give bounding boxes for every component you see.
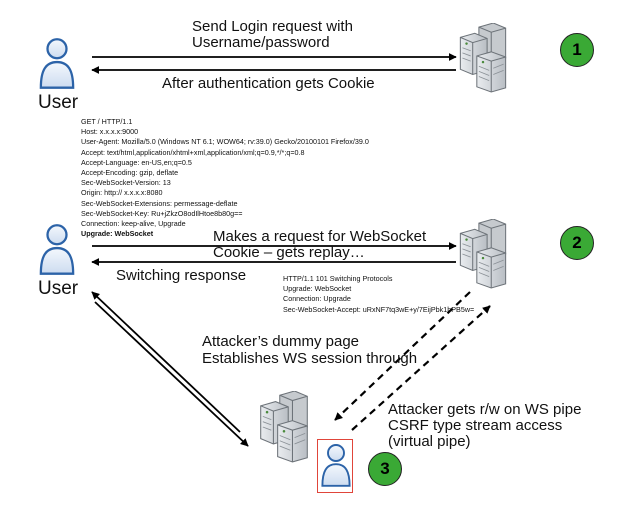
ws-request-header-line: Accept: text/html,application/xhtml+xml,…	[81, 147, 305, 157]
ws-request-header-line: Upgrade: WebSocket	[81, 229, 154, 239]
attacker-highlight-box	[317, 439, 353, 493]
switching-response-label: Switching response	[116, 267, 247, 284]
dummy-page-label-1: Attacker’s dummy page	[202, 333, 360, 350]
ws-response-header-line: Sec-WebSocket-Accept: uRxNF7tq3wE+y/7Eij…	[283, 304, 475, 314]
user-icon-2	[39, 224, 75, 275]
ws-request-header-line: GET / HTTP/1.1	[81, 117, 133, 126]
user-label-2: User	[38, 278, 79, 299]
ws-request-label-2: Cookie – gets replay…	[213, 244, 365, 261]
dummy-page-arrow	[91, 291, 241, 433]
ws-request-header-line: Sec-WebSocket-Extensions: permessage-def…	[81, 198, 238, 208]
ws-request-label-1: Makes a request for WebSocket	[213, 228, 427, 245]
step-1-badge: 1	[560, 33, 594, 67]
ws-response-header-line: Upgrade: WebSocket	[283, 284, 352, 294]
ws-request-header-line: Sec-WebSocket-Key: Ru+jZkzO8odIlHtoe8b80…	[81, 208, 243, 218]
step-2-badge: 2	[560, 226, 594, 260]
ws-request-headers: GET / HTTP/1.1 Host: x.x.x.x:9000 User-A…	[81, 117, 369, 239]
server-rack-icon-1	[459, 23, 507, 93]
ws-response-header-line: HTTP/1.1 101 Switching Protocols	[283, 274, 393, 283]
pipe-write-arrow	[351, 305, 491, 431]
ws-response-headers: HTTP/1.1 101 Switching Protocols Upgrade…	[283, 274, 474, 315]
step-3-badge: 3	[368, 452, 402, 486]
attacker-label-3: (virtual pipe)	[388, 433, 471, 450]
attacker-label-2: CSRF type stream access	[388, 417, 563, 434]
ws-session-arrow	[94, 301, 249, 447]
user-icon-1	[39, 38, 75, 89]
login-request-label-2: Username/password	[192, 34, 330, 51]
ws-request-header-line: Accept-Encoding: gzip, deflate	[81, 168, 179, 178]
ws-request-header-line: Host: x.x.x.x:9000	[81, 127, 139, 137]
ws-request-header-line: Accept-Language: en-US,en;q=0.5	[81, 157, 192, 167]
ws-request-header-line: User-Agent: Mozilla/5.0 (Windows NT 6.1;…	[81, 137, 369, 147]
ws-request-header-line: Origin: http:// x.x.x.x:8080	[81, 188, 163, 198]
attacker-label-1: Attacker gets r/w on WS pipe	[388, 401, 582, 418]
login-request-label-1: Send Login request with	[192, 18, 353, 35]
user-label-1: User	[38, 92, 79, 113]
ws-request-header-line: Connection: keep-alive, Upgrade	[81, 219, 186, 229]
attacker-server-rack-icon	[260, 391, 308, 463]
ws-request-header-line: Sec-WebSocket-Version: 13	[81, 178, 171, 188]
cookie-response-label: After authentication gets Cookie	[162, 75, 375, 92]
dummy-page-label-2: Establishes WS session through	[202, 350, 418, 367]
ws-response-header-line: Connection: Upgrade	[283, 294, 351, 304]
